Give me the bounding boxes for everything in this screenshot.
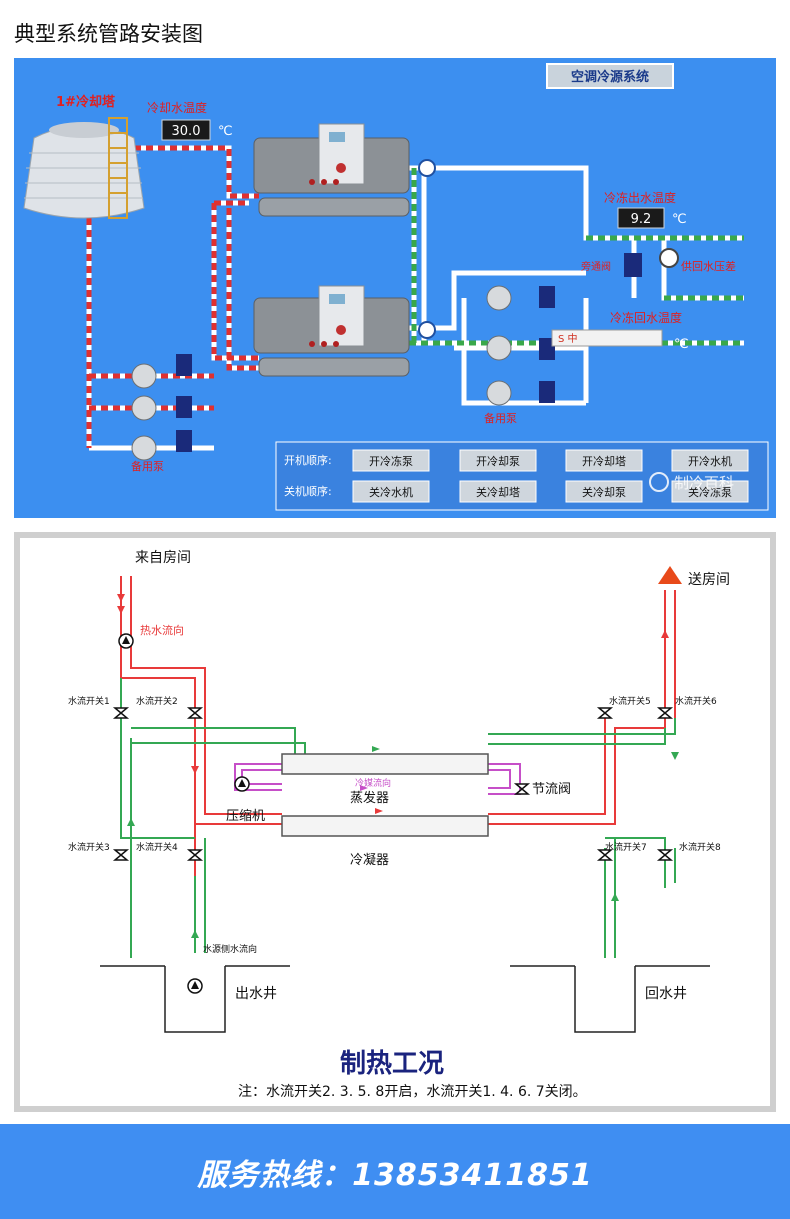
page-title: 典型系统管路安装图 <box>14 22 203 46</box>
switch-8-label: 水流开关8 <box>679 841 721 853</box>
chiller-plant-panel: 1#冷却塔 <box>14 58 776 518</box>
chilled-out-display <box>617 207 665 229</box>
chilled-pump-icon <box>486 248 679 406</box>
stop-button-1-label: 关冷水机 <box>369 485 413 499</box>
evaporator-label: 蒸发器 <box>350 790 389 806</box>
stop-button-3[interactable] <box>565 480 643 503</box>
switch-7-label: 水流开关7 <box>605 841 647 853</box>
unit-c: ℃ <box>674 337 689 352</box>
hotline-text: 服务热线：13853411851 <box>197 1157 593 1193</box>
source-water-pipes <box>120 678 676 958</box>
refrigerant-pipes <box>234 763 521 795</box>
stop-button-2[interactable] <box>459 480 537 503</box>
stop-buttons: 关冷水机 关冷却塔 关冷却泵 关冷冻泵 <box>352 480 749 503</box>
chilled-return-temp-label: 冷冻回水温度 <box>610 310 682 325</box>
start-button-1-label: 开冷冻泵 <box>369 454 413 468</box>
cooling-tower: 1#冷却塔 <box>23 94 145 219</box>
schematic-labels: 来自房间 送房间 热水流向 水流开关1 水流开关2 水流开关3 水流开关4 水流… <box>68 550 730 1100</box>
cooling-pump-icon <box>131 354 192 461</box>
start-button-2[interactable] <box>459 449 537 472</box>
start-button-3-label: 开冷却塔 <box>582 455 626 468</box>
unit-c: ℃ <box>218 124 233 139</box>
hotline-footer: 服务热线：13853411851 <box>0 1124 790 1219</box>
return-well-label: 回水井 <box>645 986 687 1002</box>
pressure-diff-label: 供回水压差 <box>681 259 736 273</box>
unit-c: ℃ <box>672 212 687 227</box>
start-sequence-label: 开机顺序: <box>284 453 332 467</box>
stop-button-4[interactable] <box>671 480 749 503</box>
start-button-2-label: 开冷却泵 <box>476 455 520 468</box>
hot-water-flow-label: 热水流向 <box>140 623 184 637</box>
chiller-1 <box>253 123 410 217</box>
up-arrow-icon <box>658 566 682 584</box>
outlet-well-label: 出水井 <box>235 986 277 1002</box>
condenser-shell <box>281 815 489 837</box>
to-room-label: 送房间 <box>688 572 730 588</box>
stop-button-3-label: 关冷却泵 <box>582 485 626 499</box>
watermark: 制冷百科 <box>649 472 734 492</box>
chilled-out-temp-label: 冷冻出水温度 <box>604 190 676 205</box>
evaporator-shell <box>281 753 489 775</box>
stop-button-2-label: 关冷却塔 <box>476 485 520 499</box>
flow-arrow-icon <box>117 594 679 938</box>
start-button-4-label: 开冷水机 <box>688 454 732 468</box>
wechat-icon <box>649 472 669 492</box>
switch-5-label: 水流开关5 <box>609 695 651 707</box>
stop-button-1[interactable] <box>352 480 430 503</box>
bypass-valve-label: 旁通阀 <box>581 260 611 273</box>
water-switch-valve-icon <box>112 707 674 861</box>
from-room-label: 来自房间 <box>135 550 191 566</box>
chilled-water-pipes <box>409 165 744 406</box>
start-buttons: 开冷冻泵 开冷却泵 开冷却塔 开冷水机 <box>352 449 749 472</box>
start-button-1[interactable] <box>352 449 430 472</box>
compressor-label: 压缩机 <box>226 808 265 824</box>
condenser-label: 冷凝器 <box>350 852 389 868</box>
mode-title: 制热工况 <box>340 1049 444 1079</box>
ime-toolbar-label: S 中 <box>558 332 578 345</box>
system-button[interactable] <box>546 63 674 89</box>
switch-2-label: 水流开关2 <box>136 695 178 707</box>
standby-pump-right: 备用泵 <box>484 411 517 425</box>
return-well <box>510 965 710 1033</box>
cooling-water-temp-value: 30.0 <box>172 124 201 139</box>
expansion-valve-label: 节流阀 <box>532 782 571 797</box>
flow-meter-icon <box>418 159 436 339</box>
cooling-water-temp-label: 冷却水温度 <box>147 100 207 115</box>
start-button-3[interactable] <box>565 449 643 472</box>
switch-1-label: 水流开关1 <box>68 695 110 707</box>
chilled-out-temp-value: 9.2 <box>631 212 652 227</box>
chiller-2 <box>253 285 410 377</box>
source-water-flow-label: 水源侧水流向 <box>203 943 257 955</box>
refrigerant-flow-label: 冷媒流向 <box>355 777 391 789</box>
standby-pump-left: 备用泵 <box>131 459 164 473</box>
switch-6-label: 水流开关6 <box>675 695 717 707</box>
system-button-label: 空调冷源系统 <box>571 69 649 85</box>
cooling-tower-label: 1#冷却塔 <box>56 94 116 110</box>
ime-toolbar[interactable] <box>551 329 663 347</box>
watermark-text: 制冷百科 <box>674 474 734 492</box>
switch-3-label: 水流开关3 <box>68 841 110 853</box>
cooling-temp-display <box>161 119 211 141</box>
switch-4-label: 水流开关4 <box>136 841 178 853</box>
pump-impeller-icon <box>122 636 246 989</box>
valve-note: 注：水流开关2. 3. 5. 8开启，水流开关1. 4. 6. 7关闭。 <box>238 1084 587 1100</box>
heating-schematic-panel: 来自房间 送房间 热水流向 水流开关1 水流开关2 水流开关3 水流开关4 水流… <box>14 532 776 1112</box>
stop-button-4-label: 关冷冻泵 <box>688 485 732 499</box>
stop-sequence-label: 关机顺序: <box>284 484 332 498</box>
start-button-4[interactable] <box>671 449 749 472</box>
outlet-well <box>100 965 290 1033</box>
pressure-gauge-icon <box>659 248 679 268</box>
